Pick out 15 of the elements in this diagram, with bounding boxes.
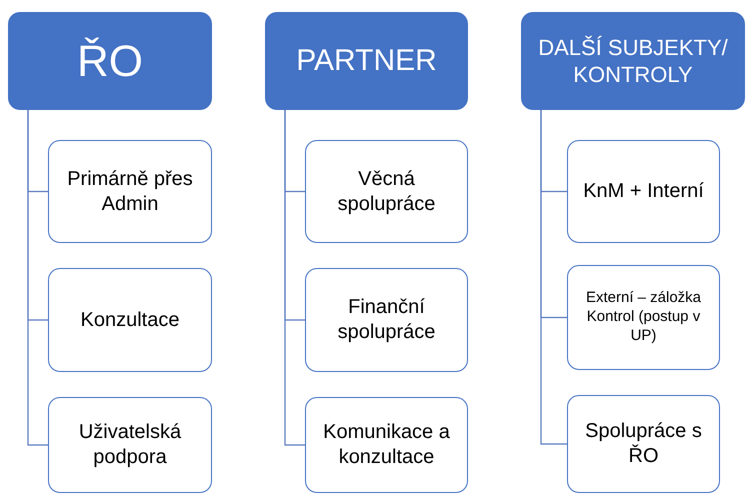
item-box: Externí – záložka Kontrol (postup v UP) bbox=[567, 265, 720, 370]
item-box: Komunikace a konzultace bbox=[305, 397, 468, 493]
item-box: Věcná spolupráce bbox=[305, 140, 468, 243]
header-box: PARTNER bbox=[265, 12, 468, 110]
connector-line bbox=[540, 110, 567, 445]
item-box: KnM + Interní bbox=[567, 140, 720, 243]
item-box: Konzultace bbox=[48, 268, 212, 372]
header-box: DALŠÍ SUBJEKTY/ KONTROLY bbox=[521, 12, 745, 110]
connector-line bbox=[284, 110, 305, 446]
item-box: Finanční spolupráce bbox=[305, 268, 468, 372]
item-box: Spolupráce s ŘO bbox=[567, 395, 720, 493]
connector-line bbox=[27, 110, 48, 446]
header-box: ŘO bbox=[8, 12, 212, 110]
item-box: Primárně přes Admin bbox=[48, 140, 212, 243]
item-box: Uživatelská podpora bbox=[48, 397, 212, 493]
